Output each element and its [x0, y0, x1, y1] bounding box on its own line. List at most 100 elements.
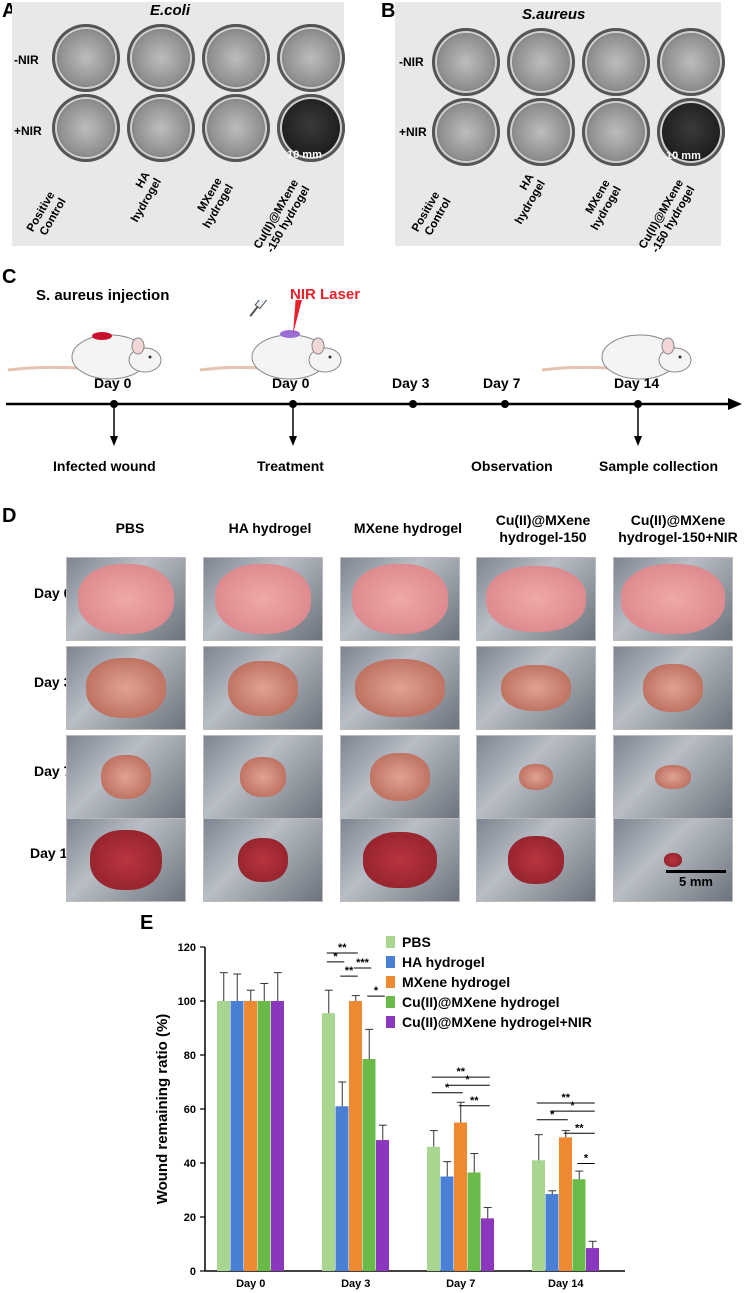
day-label: Day 3	[392, 375, 430, 391]
petri-dish-image	[507, 98, 575, 166]
bar	[427, 1146, 440, 1271]
panel-d-col: Cu(II)@MXene hydrogel-150	[495, 512, 591, 545]
bar	[230, 1001, 244, 1271]
panel-label-b: B	[381, 0, 396, 22]
wound-photo	[476, 646, 596, 730]
petri-dish-image	[52, 94, 120, 162]
significance-label: **	[575, 1122, 584, 1134]
y-axis-label: Wound remaining ratio (%)	[154, 1014, 171, 1205]
panel-d-col: PBS	[115, 520, 145, 536]
significance-label: *	[333, 951, 338, 963]
panel-d-col: HA hydrogel	[228, 520, 312, 536]
injection-label: S. aureus injection	[36, 287, 170, 304]
bar	[244, 1001, 257, 1271]
mouse-icon	[541, 334, 692, 380]
wound-photo	[203, 557, 323, 641]
petri-dish-image	[127, 24, 195, 92]
wound-photo	[203, 818, 323, 902]
wound-photo	[340, 735, 460, 819]
event-label: Treatment	[257, 458, 324, 474]
legend-swatch	[386, 936, 395, 948]
legend-swatch	[386, 956, 395, 968]
wound-photo	[613, 646, 733, 730]
wound-photo	[203, 735, 323, 819]
wound-photo	[66, 818, 186, 902]
petri-dish-image	[582, 98, 650, 166]
bar	[467, 1172, 481, 1271]
bar	[454, 1122, 467, 1271]
legend-label: Cu(II)@MXene hydrogel	[402, 994, 560, 1010]
panel-d-scale: 5 mm	[679, 874, 713, 889]
wound-photo	[340, 646, 460, 730]
petri-dish-image	[202, 94, 270, 162]
significance-label: **	[561, 1092, 570, 1104]
y-tick-label: 0	[190, 1266, 196, 1278]
bar	[257, 1001, 271, 1271]
panel-d-col: Cu(II)@MXene hydrogel-150+NIR	[618, 512, 738, 545]
x-tick-label: Day 0	[236, 1278, 265, 1290]
wound-photo	[66, 735, 186, 819]
significance-label: *	[570, 1100, 575, 1112]
x-tick-label: Day 7	[446, 1278, 475, 1290]
legend-label: Cu(II)@MXene hydrogel+NIR	[402, 1014, 592, 1030]
wound-photo	[66, 557, 186, 641]
panel-d-row: Day 14	[30, 845, 76, 861]
y-tick-label: 60	[184, 1104, 196, 1116]
day-label: Day 14	[614, 375, 660, 391]
bar	[349, 1001, 362, 1271]
petri-dish-image	[432, 98, 500, 166]
event-label: Sample collection	[599, 458, 719, 474]
significance-label: **	[338, 942, 347, 954]
bar	[481, 1218, 494, 1271]
legend-swatch	[386, 1016, 395, 1028]
bar	[322, 1013, 335, 1271]
panel-label-c: C	[2, 266, 17, 288]
x-tick-label: Day 14	[548, 1278, 584, 1290]
bar	[376, 1140, 389, 1271]
day-label: Day 0	[272, 375, 310, 391]
bar	[217, 1001, 230, 1271]
y-tick-label: 100	[178, 996, 196, 1008]
significance-label: *	[550, 1109, 555, 1121]
wound-photo	[476, 557, 596, 641]
event-label: Infected wound	[53, 458, 156, 474]
significance-label: *	[374, 985, 379, 997]
petri-dish-image	[657, 98, 725, 166]
day-label: Day 0	[94, 375, 132, 391]
wound-photo	[476, 818, 596, 902]
legend-label: HA hydrogel	[402, 954, 485, 970]
legend-swatch	[386, 996, 395, 1008]
significance-label: *	[584, 1153, 589, 1165]
wound-photo	[340, 818, 460, 902]
wound-photo	[476, 735, 596, 819]
panel-label-e: E	[140, 912, 154, 934]
petri-dish-image	[277, 94, 345, 162]
wound-photo	[613, 557, 733, 641]
bar	[271, 1001, 284, 1271]
bar	[440, 1176, 454, 1271]
wound-photo	[613, 735, 733, 819]
petri-dish-image	[582, 28, 650, 96]
wound-photo	[340, 557, 460, 641]
panel-b-row-minus-nir: -NIR	[399, 55, 424, 69]
timeline-svg	[6, 300, 742, 446]
legend-label: PBS	[402, 934, 431, 950]
panel-b-scale: 10 mm	[666, 150, 701, 162]
legend-label: MXene hydrogel	[402, 974, 510, 990]
bar	[545, 1194, 559, 1271]
petri-dish-image	[657, 28, 725, 96]
bar	[586, 1248, 599, 1271]
panel-a-title: E.coli	[150, 2, 191, 19]
y-tick-label: 80	[184, 1050, 196, 1062]
panel-a-row-plus-nir: +NIR	[14, 124, 42, 138]
wound-photo	[66, 646, 186, 730]
bar	[362, 1059, 376, 1271]
nir-laser-label: NIR Laser	[290, 286, 361, 303]
wound-photo	[613, 818, 733, 902]
bar	[532, 1160, 545, 1271]
legend-swatch	[386, 976, 395, 988]
significance-label: *	[445, 1082, 450, 1094]
panel-label-d: D	[2, 505, 17, 527]
petri-dish-image	[432, 28, 500, 96]
